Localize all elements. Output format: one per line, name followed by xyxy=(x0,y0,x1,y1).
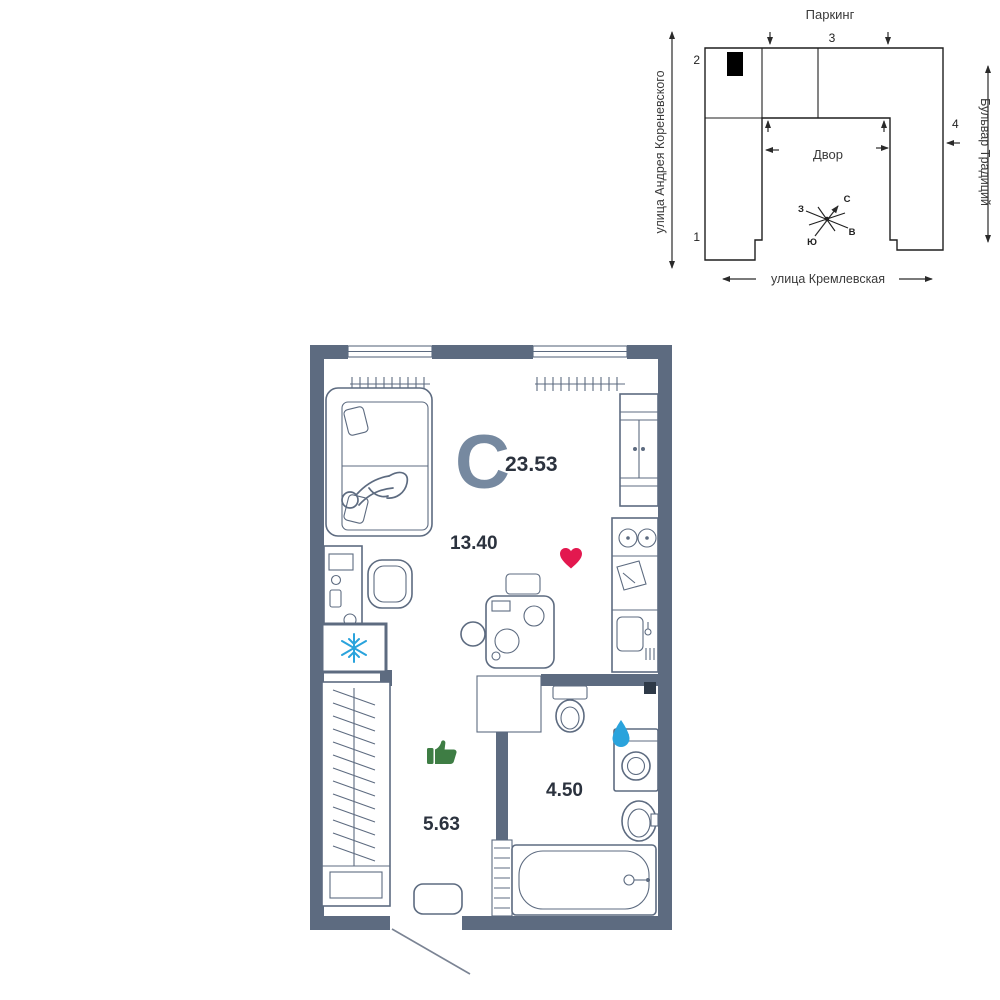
street-label-bottom: улица Кремлевская xyxy=(771,272,885,286)
toilet-tank xyxy=(552,685,588,700)
compass-north: С xyxy=(844,194,851,205)
radiator-right xyxy=(535,377,625,391)
wall-bathroom-top xyxy=(541,674,672,686)
heart-icon xyxy=(560,548,582,569)
toilet-seat xyxy=(560,706,580,730)
sofa-pillow-1 xyxy=(343,406,369,436)
desk xyxy=(323,545,363,629)
laptop xyxy=(328,553,354,571)
wall-left xyxy=(310,345,324,930)
water-drop-icon xyxy=(612,720,630,747)
cabinet-handle-1 xyxy=(633,447,637,451)
towel-radiator xyxy=(491,839,513,917)
cabinet-handle-2 xyxy=(641,447,645,451)
windows xyxy=(347,345,628,391)
compass-south: Ю xyxy=(807,237,817,248)
utility-shaft xyxy=(644,682,656,694)
compass-icon: С Ю З В xyxy=(798,194,856,248)
kitchen-sink xyxy=(616,616,655,660)
thumbs-up-icon xyxy=(427,740,457,764)
floor-plan: С 23.53 13.40 4.50 5.63 xyxy=(310,345,672,975)
stool xyxy=(460,621,486,647)
desk-item xyxy=(329,589,342,608)
mug xyxy=(330,574,342,586)
street-label-right: Бульвар Традиций xyxy=(978,98,992,206)
building-section-dividers xyxy=(705,48,819,119)
washer-door xyxy=(621,751,651,781)
radiator-rungs xyxy=(494,847,510,909)
cutting-board xyxy=(616,560,647,591)
plate-2 xyxy=(523,605,545,627)
wall-top-1 xyxy=(310,345,348,359)
washer-drum xyxy=(626,756,646,776)
fridge xyxy=(320,622,388,674)
door-swing-box xyxy=(476,675,542,733)
wardrobe xyxy=(321,681,391,907)
wardrobe-drawer xyxy=(329,871,383,899)
snowflake-icon xyxy=(341,633,367,663)
wall-top-3 xyxy=(627,345,672,359)
stove xyxy=(618,528,657,548)
area-label-living: 13.40 xyxy=(450,533,498,554)
parking-label: Паркинг xyxy=(806,7,855,22)
section-number-2: 2 xyxy=(693,53,700,67)
sink-tap xyxy=(650,813,659,827)
wall-bottom-1 xyxy=(310,916,390,930)
dining-table xyxy=(460,573,555,669)
toilet xyxy=(552,685,588,733)
wall-right xyxy=(658,345,672,930)
doormat xyxy=(413,883,463,915)
sink-bowl xyxy=(627,808,651,838)
person-legs xyxy=(386,471,409,499)
wall-bottom-2 xyxy=(462,916,672,930)
person-arm xyxy=(368,487,389,498)
section-number-3: 3 xyxy=(829,31,836,45)
sofa xyxy=(325,387,433,537)
kitchen-counter xyxy=(611,517,659,673)
section-number-1: 1 xyxy=(693,230,700,244)
cabinet xyxy=(619,393,659,507)
bathroom-sink xyxy=(621,800,659,842)
person-torso-2 xyxy=(358,487,394,506)
desk-chair xyxy=(367,559,413,609)
plan-total-area: 23.53 xyxy=(505,453,558,476)
chair-cushion xyxy=(373,565,407,603)
courtyard-label: Двор xyxy=(813,147,843,162)
tub-tap-knob xyxy=(646,878,650,882)
cup xyxy=(491,651,501,661)
area-label-bathroom: 4.50 xyxy=(546,780,583,801)
wall-top-2 xyxy=(432,345,533,359)
compass-east: В xyxy=(849,227,856,238)
counter-dividers xyxy=(612,555,658,611)
cabinet-shelves xyxy=(620,411,658,487)
bench xyxy=(505,573,541,595)
plate-1 xyxy=(494,628,520,654)
tray xyxy=(491,600,511,612)
person-torso xyxy=(356,475,390,495)
site-map: Паркинг улица Андрея Кореневского Бульва… xyxy=(653,7,992,286)
entrance-door-swing xyxy=(391,928,471,975)
walls xyxy=(310,345,672,930)
tub-inner xyxy=(518,850,650,910)
person-head xyxy=(341,491,359,509)
street-label-left: улица Андрея Кореневского xyxy=(653,70,667,233)
compass-west: З xyxy=(798,204,804,215)
wardrobe-hangers xyxy=(332,689,376,862)
bathroom-door xyxy=(476,675,542,733)
bathtub xyxy=(511,844,657,916)
person-figure xyxy=(341,471,409,509)
compass-center xyxy=(824,216,830,222)
apartment-location-marker xyxy=(727,52,743,76)
section-number-4: 4 xyxy=(952,117,959,131)
area-label-hallway: 5.63 xyxy=(423,814,460,835)
plan-type-letter: С xyxy=(455,420,510,505)
radiator-left xyxy=(350,377,430,391)
building-outline xyxy=(704,47,944,261)
